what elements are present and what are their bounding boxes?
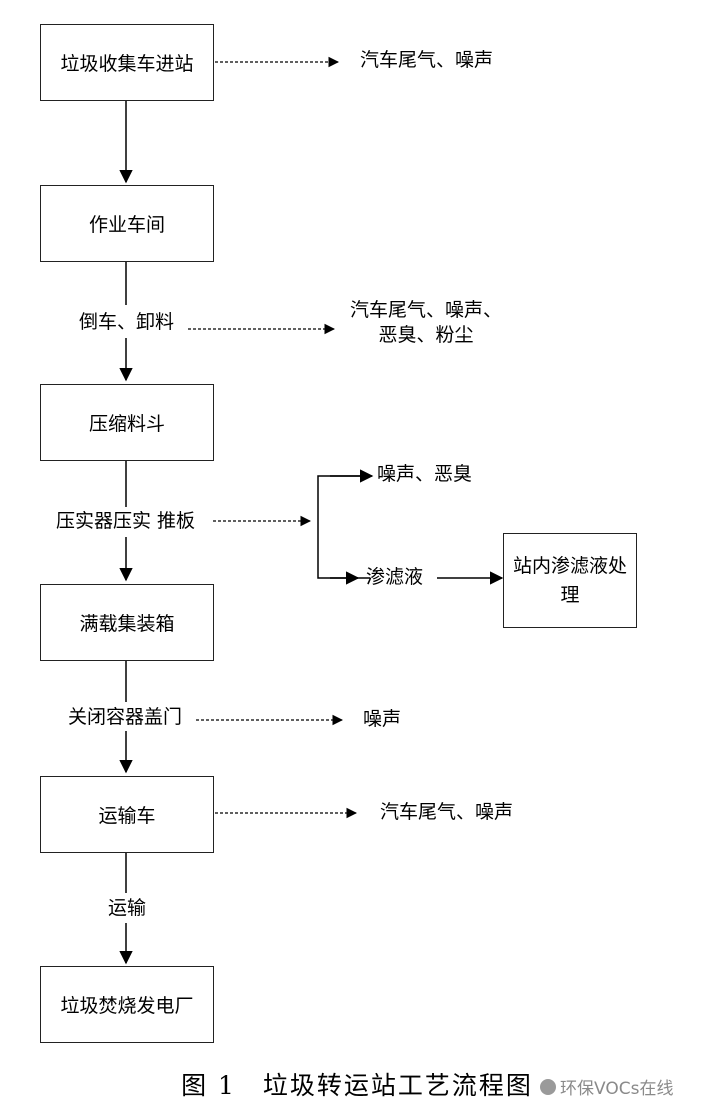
emission-label-5: 噪声 [363, 708, 402, 730]
emission-label-1: 汽车尾气、噪声 [360, 49, 494, 71]
watermark-text: 环保VOCs在线 [560, 1079, 674, 1099]
step-workshop-label: 作业车间 [88, 214, 165, 236]
wechat-logo-icon [540, 1078, 556, 1095]
emission-label-6: 汽车尾气、噪声 [380, 801, 514, 823]
watermark: 环保VOCs在线 [540, 1074, 673, 1099]
leachate-treatment-line2: 理 [560, 583, 580, 606]
emission-label-4: 渗滤液 [366, 566, 424, 588]
step-incineration-plant-label: 垃圾焚烧发电厂 [60, 995, 194, 1017]
operation-transport: 运输 [108, 897, 147, 919]
operation-compact-push: 压实器压实 推板 [56, 510, 196, 532]
step-full-container: 满载集装箱 [40, 584, 214, 661]
step-full-container-label: 满载集装箱 [79, 613, 175, 635]
step-truck-arrival: 垃圾收集车进站 [40, 24, 214, 101]
leachate-treatment-box: 站内渗滤液处 理 [503, 533, 637, 628]
operation-close-lid: 关闭容器盖门 [68, 706, 183, 728]
step-transport-truck-label: 运输车 [98, 805, 156, 827]
emission-label-2-line1: 汽车尾气、噪声、 [349, 299, 502, 321]
figure-caption: 图 1 垃圾转运站工艺流程图 [181, 1071, 533, 1100]
step-compression-hopper-label: 压缩料斗 [88, 413, 165, 435]
operation-reverse-unload: 倒车、卸料 [79, 311, 175, 333]
step-transport-truck: 运输车 [40, 776, 214, 853]
step-incineration-plant: 垃圾焚烧发电厂 [40, 966, 214, 1043]
emission-label-2-line2: 恶臭、粉尘 [378, 323, 474, 346]
split-bracket [317, 475, 370, 579]
emission-label-3: 噪声、恶臭 [377, 463, 473, 485]
step-compression-hopper: 压缩料斗 [40, 384, 214, 461]
step-truck-arrival-label: 垃圾收集车进站 [60, 53, 194, 75]
step-workshop: 作业车间 [40, 185, 214, 262]
emission-label-2: 汽车尾气、噪声、 恶臭、粉尘 [346, 298, 506, 347]
leachate-treatment-line1: 站内渗滤液处 [512, 555, 627, 577]
